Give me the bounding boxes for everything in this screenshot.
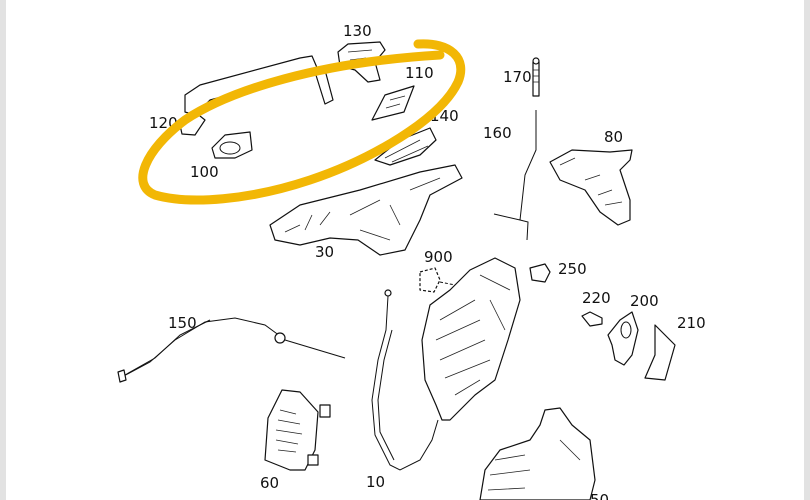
- part-60-control-unit[interactable]: [264, 389, 331, 471]
- highlight-circle: [138, 39, 466, 205]
- part-150-cable[interactable]: [117, 317, 346, 383]
- part-160-rod[interactable]: [493, 110, 537, 241]
- label-130: 130: [343, 22, 372, 40]
- label-80: 80: [604, 128, 623, 146]
- part-100-gasket[interactable]: [211, 131, 253, 159]
- label-170: 170: [503, 68, 532, 86]
- part-door-lock[interactable]: [421, 257, 521, 421]
- part-250-bolt[interactable]: [529, 263, 551, 283]
- label-200: 200: [630, 292, 659, 310]
- left-border: [0, 0, 6, 500]
- label-250: 250: [558, 260, 587, 278]
- label-210: 210: [677, 314, 706, 332]
- part-80-bracket[interactable]: [549, 149, 633, 226]
- label-60: 60: [260, 474, 279, 492]
- label-100: 100: [190, 163, 219, 181]
- part-10-cable[interactable]: [371, 289, 439, 471]
- label-110: 110: [405, 64, 434, 82]
- label-220: 220: [582, 289, 611, 307]
- part-50-lock-assembly[interactable]: [479, 407, 596, 500]
- label-50: 50: [590, 491, 609, 500]
- part-140-cap[interactable]: [374, 127, 437, 166]
- part-30-handle-carrier[interactable]: [269, 164, 463, 256]
- part-200-striker[interactable]: [607, 311, 639, 366]
- label-150: 150: [168, 314, 197, 332]
- label-10: 10: [366, 473, 385, 491]
- part-110-gasket[interactable]: [371, 85, 415, 121]
- label-160: 160: [483, 124, 512, 142]
- right-border: [804, 0, 810, 500]
- part-170-lock-pin[interactable]: [532, 57, 540, 97]
- part-220-screw[interactable]: [581, 311, 603, 327]
- label-30: 30: [315, 243, 334, 261]
- part-210-shim[interactable]: [644, 324, 676, 381]
- part-120-door-handle[interactable]: [179, 55, 334, 136]
- label-900: 900: [424, 248, 453, 266]
